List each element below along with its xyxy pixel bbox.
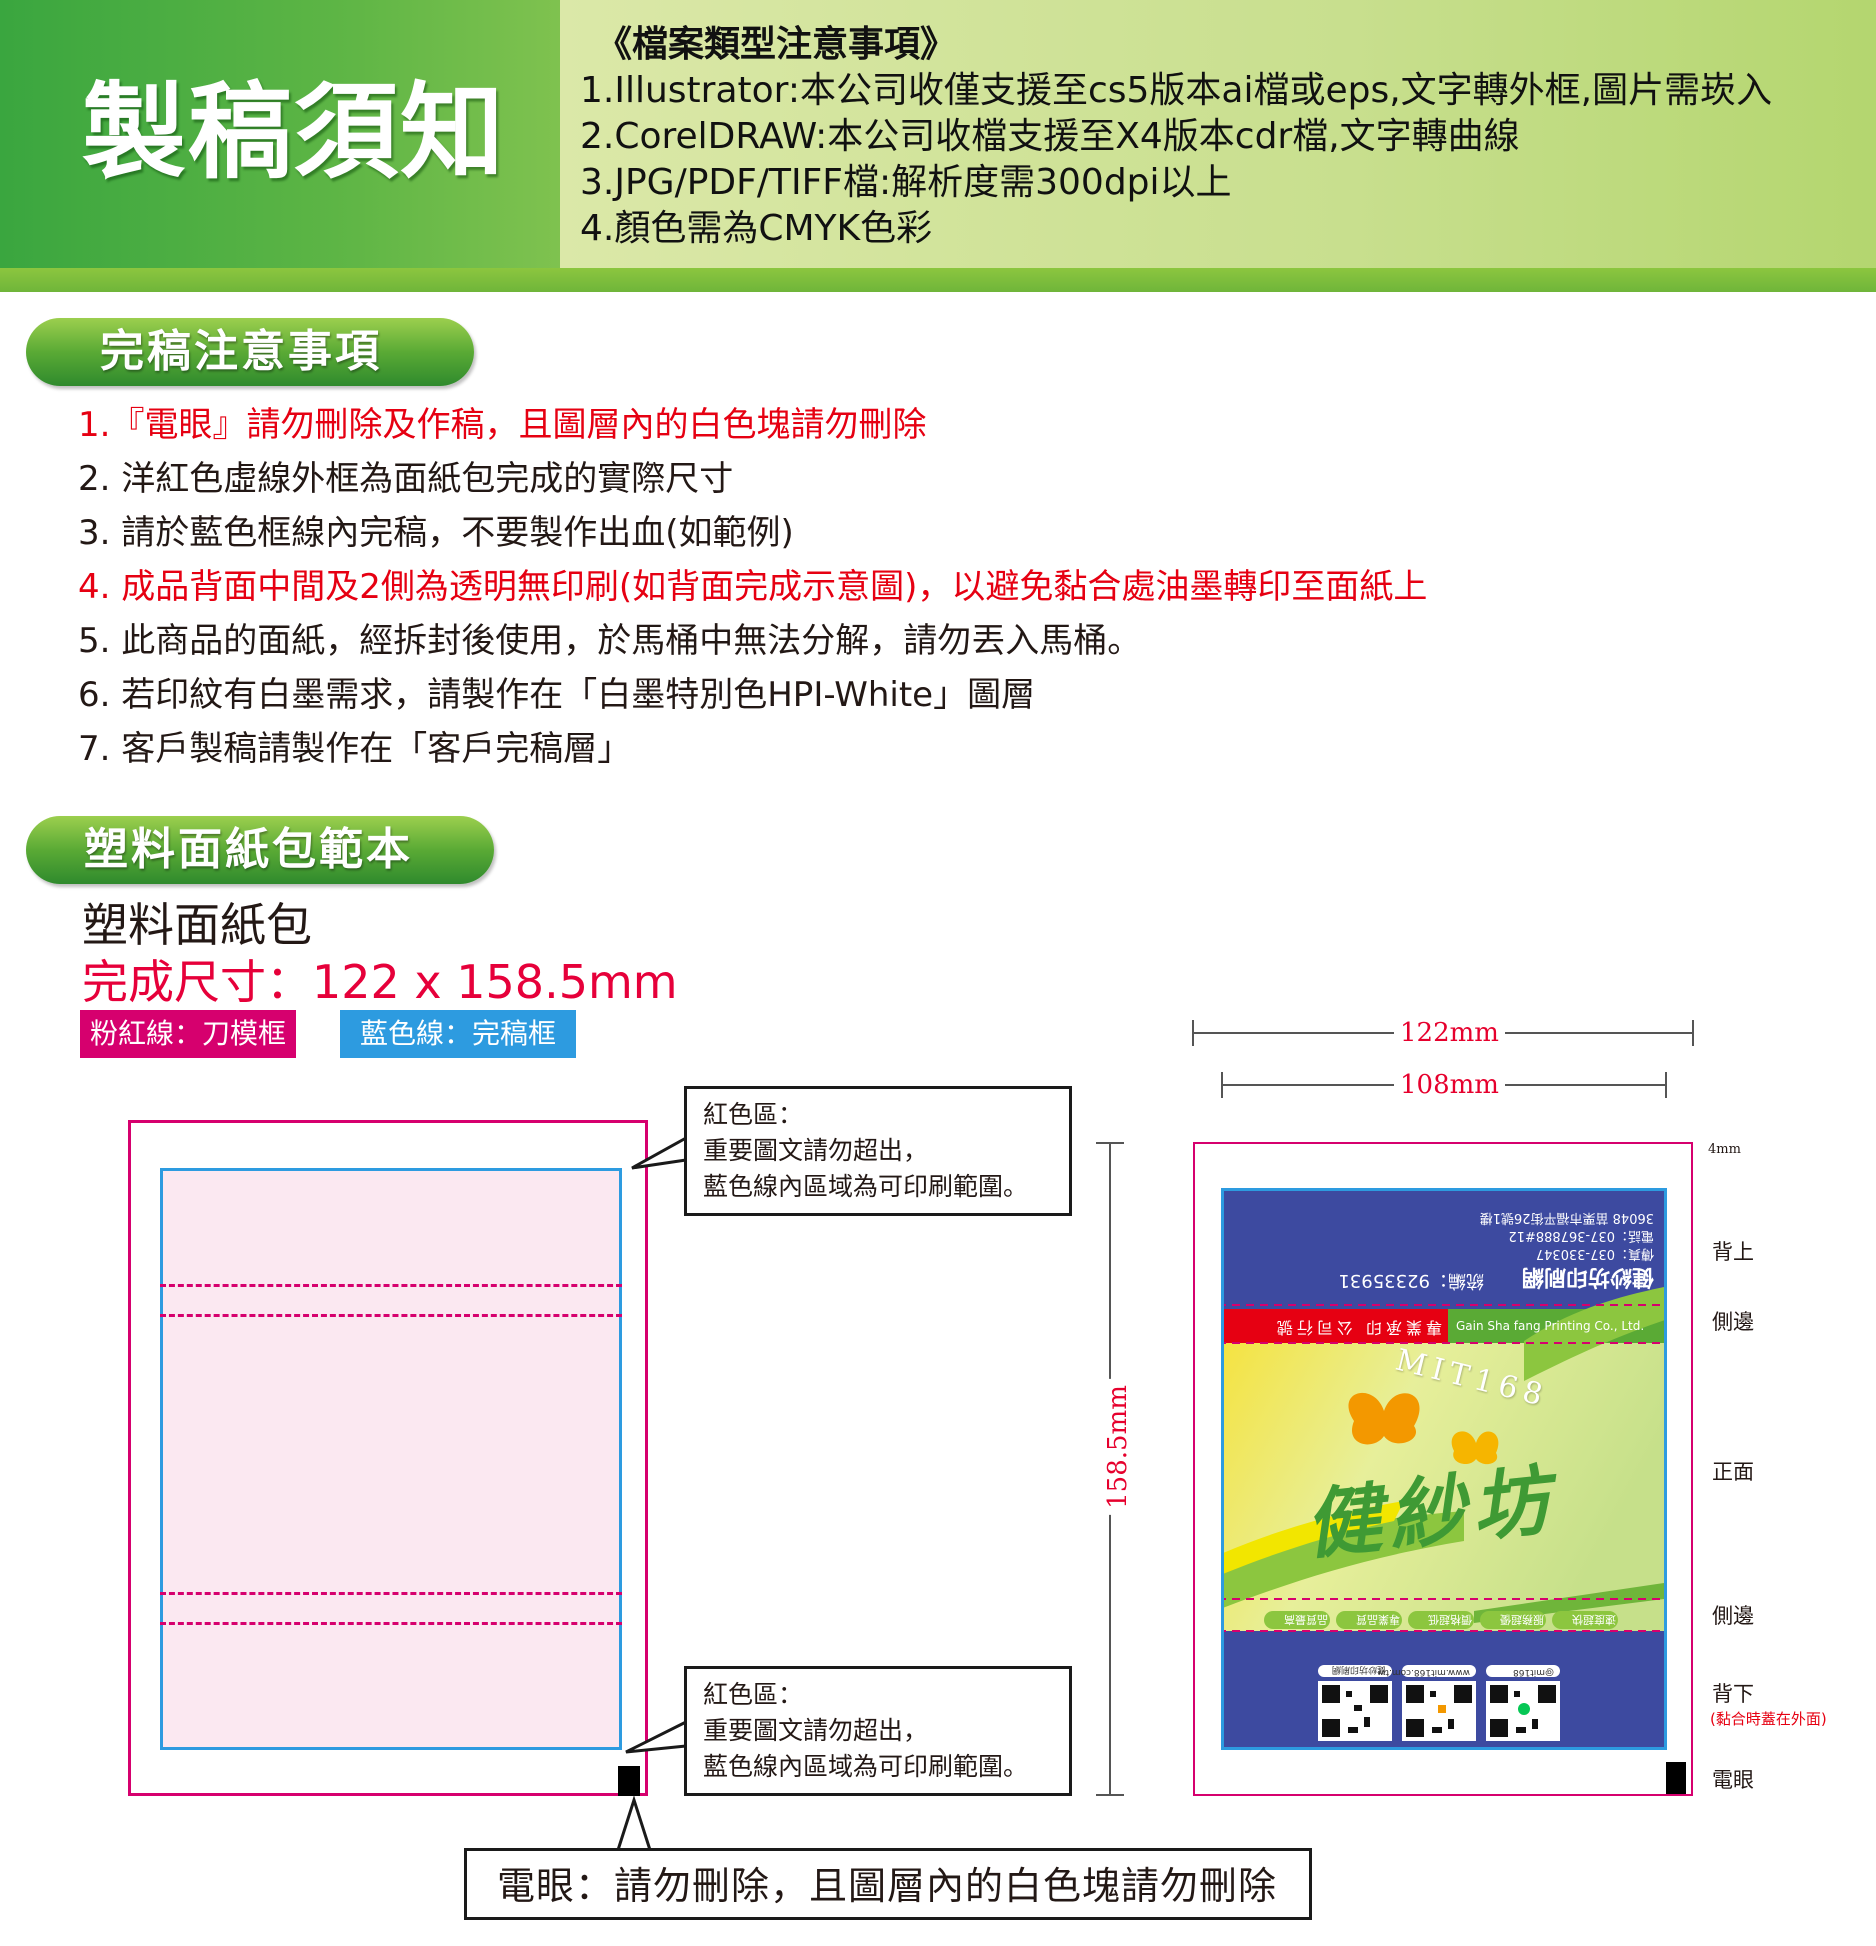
- fold-line: [160, 1592, 622, 1595]
- butterfly-icon: [1451, 1431, 1499, 1465]
- checklist-item: 1.『電眼』請勿刪除及作稿，且圖層內的白色塊請勿刪除: [78, 405, 927, 445]
- sample-tag: 服務超優: [1500, 1613, 1544, 1626]
- eye-mark: [618, 1766, 640, 1796]
- butterfly-icon: [1348, 1392, 1420, 1445]
- sample-artwork-graphic: [1224, 1191, 1664, 1747]
- callout-bottom: 紅色區： 重要圖文請勿超出， 藍色線內區域為可印刷範圍。: [684, 1666, 1072, 1796]
- sample-tag: 專業品質: [1356, 1613, 1400, 1626]
- title-panel: [0, 0, 560, 268]
- callout-line: 紅色區：: [703, 1680, 804, 1709]
- page-title: 製稿須知: [82, 70, 507, 193]
- legend-art-line: 藍色線：完稿框: [340, 1010, 577, 1058]
- sample-red-bar: [1224, 1309, 1448, 1343]
- brush-stroke: [1224, 1511, 1464, 1608]
- sample-back-top: [1224, 1191, 1664, 1309]
- template-heading-text: 塑料面紙包範本: [84, 824, 413, 875]
- zone-note-back-bottom: (黏合時蓋在外面): [1710, 1710, 1827, 1728]
- sample-slogan-en: Gain Sha fang Printing Co., Ltd.: [1456, 1319, 1645, 1333]
- zone-label-eye: 電眼: [1712, 1768, 1754, 1792]
- sample-tag: 速度超快: [1572, 1613, 1616, 1626]
- height-label: 158.5mm: [1102, 1379, 1133, 1515]
- artwork-frame: [160, 1168, 622, 1750]
- sample-slogan: 專業承印 公司行號: [1272, 1318, 1442, 1337]
- zone-label-front: 正面: [1712, 1460, 1754, 1484]
- margin-label: 4mm: [1708, 1142, 1741, 1157]
- sample-address: 36048 苗栗市福平街26號1樓: [1479, 1210, 1654, 1225]
- checklist-item: 2. 洋紅色虛線外框為面紙包完成的實際尺寸: [78, 459, 734, 499]
- callout-tail: [631, 1136, 687, 1170]
- sample-artwork: 健紗坊印刷網 傳真：037-330347 電話：037-367888#12 36…: [1221, 1188, 1667, 1750]
- finished-size: 完成尺寸：122 x 158.5mm: [82, 955, 678, 1009]
- zone-label-side-bottom: 側邊: [1712, 1604, 1754, 1628]
- callout-tail: [625, 1720, 687, 1754]
- sample-tag: 價格超低: [1428, 1613, 1472, 1626]
- callout-line: 藍色線內區域為可印刷範圍。: [703, 1752, 1029, 1781]
- eye-mark-callout-text: 電眼：請勿刪除，且圖層內的白色塊請勿刪除: [497, 1864, 1278, 1908]
- sample-phone: 電話：037-367888#12: [1508, 1228, 1654, 1243]
- eye-mark: [1666, 1762, 1686, 1794]
- sample-tag: 品質最高: [1284, 1613, 1328, 1626]
- eye-callout-tail: [616, 1795, 652, 1851]
- product-name: 塑料面紙包: [82, 898, 312, 952]
- fold-line: [160, 1314, 622, 1317]
- callout-line: 藍色線內區域為可印刷範圍。: [703, 1172, 1029, 1201]
- file-note: 2.CorelDRAW:本公司收檔支援至X4版本cdr檔,文字轉曲線: [580, 116, 1520, 157]
- file-note: 4.顏色需為CMYK色彩: [580, 208, 933, 249]
- sample-url: www.mit168.com.tw: [1378, 1667, 1470, 1677]
- callout-line: 紅色區：: [703, 1100, 804, 1129]
- file-note: 3.JPG/PDF/TIFF檔:解析度需300dpi以上: [580, 162, 1232, 203]
- fold-line: [160, 1622, 622, 1625]
- sample-tags-text: 速度超快 服務超優 價格超低 專業品質 品質最高: [1264, 1611, 1624, 1629]
- inner-width-label: 108mm: [1394, 1070, 1505, 1100]
- brush-stroke: [1524, 1287, 1664, 1381]
- qr-code-icon: [1486, 1681, 1560, 1741]
- callout-top: 紅色區： 重要圖文請勿超出， 藍色線內區域為可印刷範圍。: [684, 1086, 1072, 1216]
- qr-label-bars: [1318, 1665, 1560, 1677]
- banner-strip: [0, 268, 1876, 292]
- file-notes-heading: 《檔案類型注意事項》: [596, 24, 957, 65]
- file-note: 1.Illustrator:本公司收僅支援至cs5版本ai檔或eps,文字轉外框…: [580, 70, 1773, 111]
- sample-tax-id: 統編：92335931: [1338, 1270, 1484, 1291]
- checklist-item: 5. 此商品的面紙，經拆封後使用，於馬桶中無法分解，請勿丟入馬桶。: [78, 621, 1142, 661]
- sample-fax: 傳真：037-330347: [1535, 1246, 1654, 1261]
- sample-company: 健紗坊印刷網: [1521, 1264, 1654, 1289]
- checklist-item: 3. 請於藍色框線內完稿，不要製作出血(如範例): [78, 513, 794, 553]
- brush-stroke: [1224, 1501, 1404, 1574]
- checklist-item: 6. 若印紋有白墨需求，請製作在「白墨特別色HPI-White」圖層: [78, 675, 1036, 715]
- header-banner: 製稿須知 《檔案類型注意事項》 1.Illustrator:本公司收僅支援至cs…: [0, 0, 1876, 292]
- checklist-heading-text: 完稿注意事項: [100, 326, 382, 377]
- checklist-section-heading: 完稿注意事項: [26, 318, 474, 386]
- sample-fb: 健紗坊印刷網: [1331, 1664, 1386, 1674]
- sample-line-id: @mit168: [1513, 1667, 1554, 1677]
- qr-code-icon: [1318, 1681, 1392, 1741]
- outer-width-label: 122mm: [1394, 1018, 1505, 1048]
- die-cut-frame-sample: [1193, 1142, 1693, 1796]
- callout-line: 重要圖文請勿超出，: [703, 1716, 929, 1745]
- eye-mark-callout: 電眼：請勿刪除，且圖層內的白色塊請勿刪除: [464, 1848, 1312, 1920]
- sample-back-text: 健紗坊印刷網 傳真：037-330347 電話：037-367888#12 36…: [1224, 1191, 1664, 1309]
- zone-label-back-bottom: 背下: [1712, 1682, 1754, 1706]
- file-notes-panel: [560, 0, 1876, 268]
- sample-tags: [1264, 1611, 1618, 1629]
- fold-line: [160, 1284, 622, 1287]
- qr-code-icon: [1402, 1681, 1476, 1741]
- zone-label-back-top: 背上: [1712, 1240, 1754, 1264]
- sample-qr-labels: @mit168 www.mit168.com.tw 健紗坊印刷網: [1318, 1664, 1560, 1677]
- die-cut-frame: [128, 1120, 648, 1796]
- checklist-item: 4. 成品背面中間及2側為透明無印刷(如背面完成示意圖)，以避免黏合處油墨轉印至…: [78, 567, 1428, 607]
- zone-label-side-top: 側邊: [1712, 1310, 1754, 1334]
- checklist-item: 7. 客戶製稿請製作在「客戶完稿層」: [78, 729, 632, 769]
- legend-die-line: 粉紅線：刀模框: [80, 1010, 297, 1058]
- template-section-heading: 塑料面紙包範本: [26, 816, 494, 884]
- callout-line: 重要圖文請勿超出，: [703, 1136, 929, 1165]
